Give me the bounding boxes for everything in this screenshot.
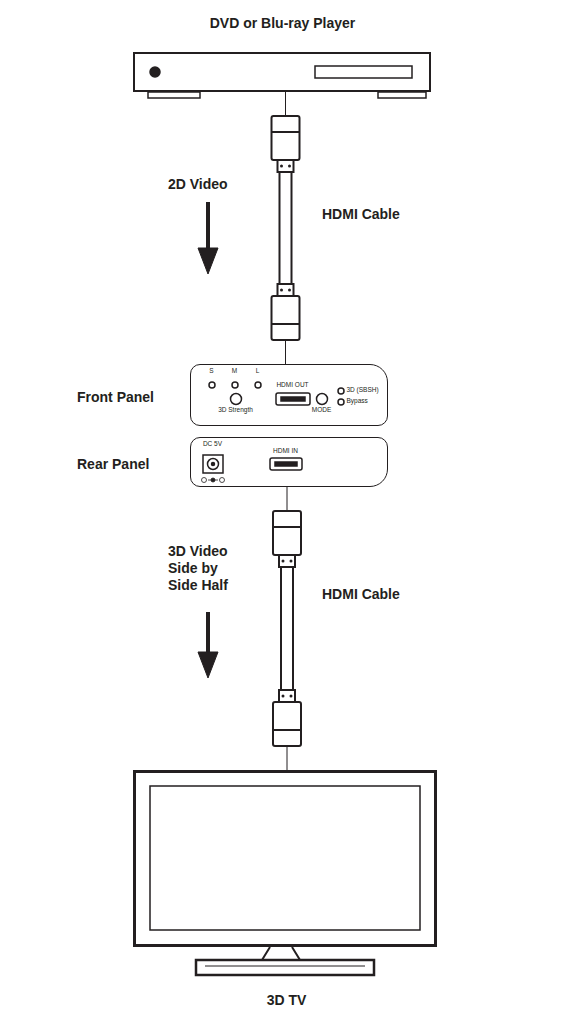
hdmi-port-pins <box>275 462 297 466</box>
signal-label: 2D Video <box>168 176 258 193</box>
plug-band <box>273 729 301 731</box>
hdmi-plug <box>273 702 301 746</box>
plug-dot <box>280 165 283 168</box>
led-label: M <box>232 367 237 374</box>
hdmi-plug <box>272 296 300 340</box>
dc-jack-pin <box>212 463 215 466</box>
strength-button <box>231 394 242 405</box>
button-label: MODE <box>312 406 332 413</box>
port-label: HDMI IN <box>273 447 298 454</box>
plug-neck <box>278 160 294 172</box>
signal-arrow <box>206 612 210 655</box>
plug-band <box>273 526 301 528</box>
tv-stand-edge <box>205 966 365 967</box>
cable-jacket <box>280 166 292 290</box>
led-label: Bypass <box>347 397 368 404</box>
disc-slot <box>315 66 412 78</box>
tv-stand <box>196 960 374 975</box>
dc-jack-hole <box>208 459 219 470</box>
player-box: DVD or Blu-ray Player <box>133 52 431 92</box>
hdmi-plug <box>272 116 300 160</box>
plug-dot <box>290 695 293 698</box>
rear-panel: DC 5V HDMI IN <box>190 437 388 487</box>
hdmi-cable <box>273 487 301 770</box>
arrow-head <box>198 248 218 274</box>
player-foot <box>148 92 200 98</box>
signal-label: 3D Video Side by Side Half <box>168 543 248 593</box>
power-button <box>150 67 160 77</box>
cable-label: HDMI Cable <box>322 586 432 603</box>
plug-neck <box>279 690 295 702</box>
cable-label: HDMI Cable <box>322 206 432 223</box>
plug-neck <box>279 555 295 567</box>
cable-jacket <box>281 561 293 696</box>
led <box>232 382 238 388</box>
led <box>255 382 261 388</box>
front-panel: S M L HDMI OUT 3D (SBSH) 3D Strength MODE Bypas… <box>190 364 388 426</box>
tv-screen <box>150 786 420 930</box>
hdmi-port <box>270 458 302 470</box>
panel-label: Rear Panel <box>77 456 177 473</box>
hdmi-port-pins <box>281 397 305 401</box>
power-label: DC 5V <box>203 440 222 447</box>
device-title: 3D TV <box>267 992 307 1008</box>
signal-arrow <box>206 202 210 252</box>
plug-dot <box>288 289 291 292</box>
plug-dot <box>280 289 283 292</box>
plug-dot <box>290 560 293 563</box>
port-label: HDMI OUT <box>276 381 308 388</box>
plug-dot <box>282 560 285 563</box>
plug-dot <box>282 695 285 698</box>
led <box>338 399 344 405</box>
tv-frame: 3D TV <box>133 770 437 947</box>
plug-dot <box>288 165 291 168</box>
panel-label: Front Panel <box>77 389 177 406</box>
plug-band <box>272 323 300 325</box>
dc-jack <box>203 455 223 473</box>
tv-neck <box>262 947 300 960</box>
hdmi-plug <box>273 511 301 555</box>
hdmi-cable <box>272 92 300 364</box>
plug-neck <box>278 284 294 296</box>
plug-band <box>272 131 300 133</box>
led-label: L <box>256 367 260 374</box>
player-foot <box>378 92 426 98</box>
led <box>209 382 215 388</box>
led-label: 3D (SBSH) <box>347 386 379 393</box>
mode-button <box>317 394 328 405</box>
led <box>338 388 344 394</box>
led-label: S <box>209 367 213 374</box>
polarity-symbol <box>202 478 225 483</box>
button-label: 3D Strength <box>218 406 253 413</box>
device-title: DVD or Blu-ray Player <box>210 15 356 31</box>
hdmi-port <box>276 393 310 405</box>
arrow-head <box>198 652 218 678</box>
